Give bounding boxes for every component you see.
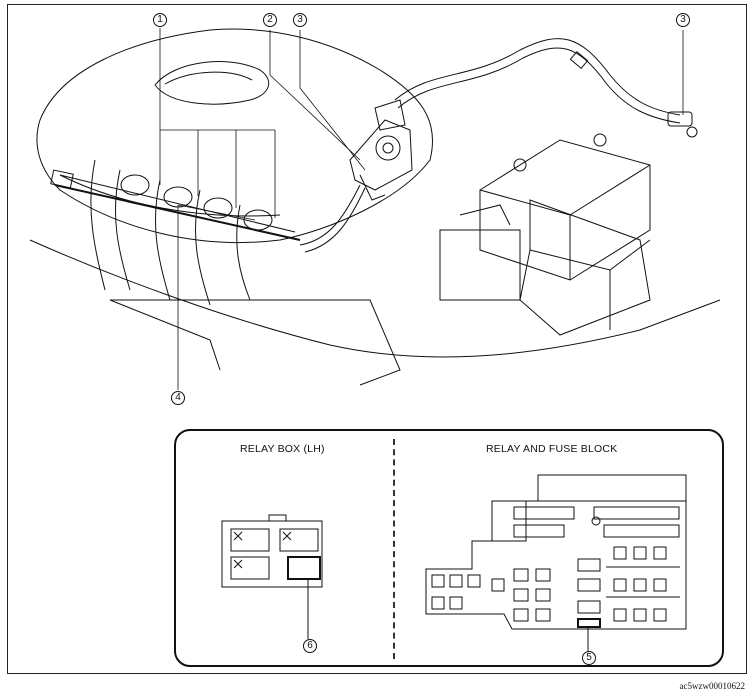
relay-box-lh-title: RELAY BOX (LH) [240,443,325,455]
relay-box-lh-drawing [221,474,687,651]
fuel-pump-assembly [349,99,413,201]
inset-panel: RELAY BOX (LH) RELAY AND FUSE BLOCK [174,429,724,667]
callout-3-left: 3 [293,13,307,27]
injector-rail [50,159,301,306]
reference-code: ac5wzw00010622 [679,681,745,691]
battery-and-fuse-box [439,133,651,336]
callout-6: 6 [303,639,317,653]
callout-3-right: 3 [676,13,690,27]
relay-fuse-block-title: RELAY AND FUSE BLOCK [486,443,618,455]
bay-front-edge [29,239,721,358]
callout-4: 4 [171,391,185,405]
engine-bay-drawing [29,28,721,390]
figure-frame [7,4,747,674]
pipe-connector-right [667,111,698,138]
relay-fuse-block-drawing [425,474,687,651]
inset-divider [393,439,395,659]
leader-lines [159,28,684,390]
callout-5: 5 [582,651,596,665]
callout-1: 1 [153,13,167,27]
callout-2: 2 [263,13,277,27]
fuel-pipe [394,38,681,116]
engine-cover [36,28,434,244]
